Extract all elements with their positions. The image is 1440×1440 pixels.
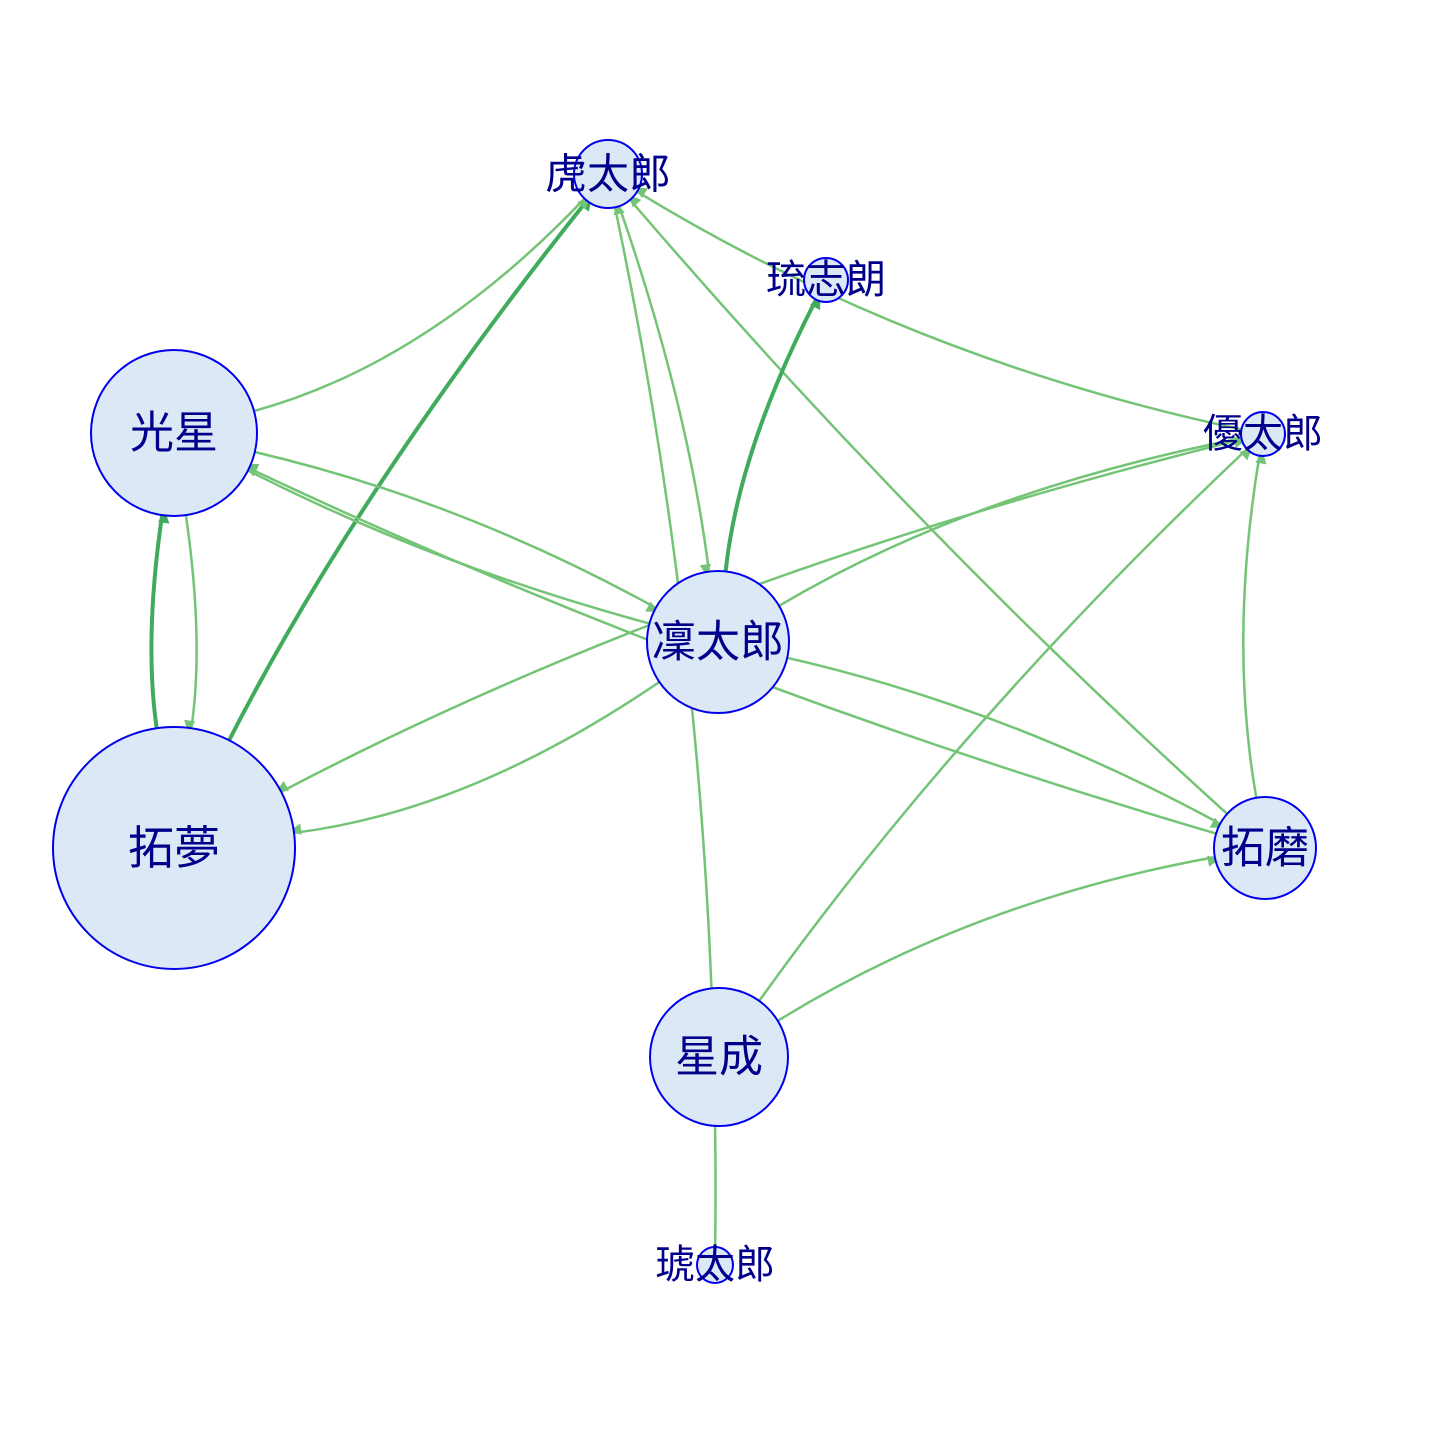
node-seisei: 星成 [649,987,789,1127]
edge-rinta-to-kosei [245,466,651,625]
node-circle-yuta [1240,411,1286,457]
node-label-yuta: 優太郎 [1203,411,1323,457]
node-label-ruta: 琥太郎 [655,1242,775,1288]
node-label-takuma: 拓磨 [1221,823,1309,874]
edge-seisei-to-takuma [776,855,1220,1023]
edge-rinta-to-rushi [723,297,821,574]
node-takuma: 拓磨 [1213,796,1317,900]
edge-takumu-to-tora [227,199,592,743]
node-circle-tora [573,139,643,209]
edge-takumu-to-kosei [149,511,170,731]
node-circle-takuma [1213,796,1317,900]
node-label-kosei: 光星 [130,408,218,459]
node-circle-seisei [649,987,789,1127]
node-label-rinta: 凜太郎 [652,617,784,668]
node-label-rushi: 琉志朗 [766,257,886,303]
edge-seisei-to-yuta [757,448,1252,1003]
node-rushi: 琉志朗 [766,257,886,303]
node-circle-ruta [696,1246,734,1284]
edge-takuma-to-yuta [1242,452,1267,800]
edge-rinta-to-takumu [289,680,661,835]
edge-kosei-to-takumu [184,513,198,732]
node-circle-takumu [52,726,296,970]
node-rinta: 凜太郎 [646,570,790,714]
node-label-tora: 虎太郎 [545,150,671,199]
edge-rinta-to-yuta [777,436,1246,608]
node-circle-rushi [803,257,849,303]
node-ruta: 琥太郎 [655,1242,775,1288]
node-tora: 虎太郎 [545,139,671,209]
edge-rinta-to-takuma [785,656,1223,829]
node-label-takumu: 拓夢 [128,821,220,875]
edge-tora-to-rinta [617,204,711,576]
node-circle-kosei [90,349,258,517]
node-kosei: 光星 [90,349,258,517]
node-label-seisei: 星成 [675,1032,763,1083]
edge-kosei-to-rinta [253,450,658,613]
node-circle-rinta [646,570,790,714]
node-yuta: 優太郎 [1203,411,1323,457]
node-takumu: 拓夢 [52,726,296,970]
edge-yuta-to-tora [635,187,1243,431]
edge-takuma-to-tora [629,194,1229,816]
edge-kosei-to-tora [252,197,590,413]
